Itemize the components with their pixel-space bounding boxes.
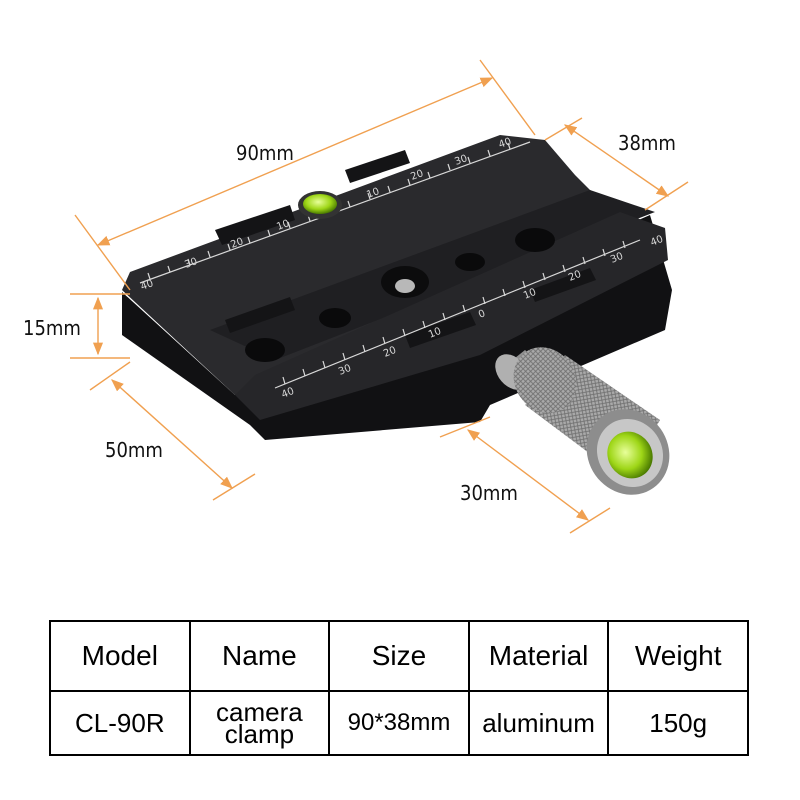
front-scale-label: 30 [337,363,353,378]
size-header: Size [328,620,470,692]
name-header: Name [188,620,331,692]
front-scale [274,239,641,389]
spec-value-row: CL-90R camera clamp 90*38mm aluminum 150… [49,690,749,756]
size-value: 90*38mm [328,690,470,756]
front-scale-label: 20 [382,345,398,360]
model-value: CL-90R [49,690,191,756]
knob [495,347,670,495]
front-scale-label: 0 [477,308,487,321]
front-scale-label: 40 [280,386,296,401]
front-scale-label: 10 [427,326,443,341]
material-header: Material [467,620,610,692]
length-dimension-label: 90mm [236,141,294,165]
weight-value: 150g [607,690,749,756]
weight-header: Weight [607,620,749,692]
top-scale-label: 40 [139,278,155,293]
width-dimension-label: 38mm [618,131,676,155]
product-image: 40 30 20 10 10 20 30 40 40 30 20 10 0 10… [23,59,689,534]
depth-dimension-label: 50mm [105,438,163,462]
material-value: aluminum [467,690,610,756]
top-bubble-level [298,191,342,219]
top-scale-label: 30 [183,256,199,271]
dimension-lines [70,59,689,534]
front-scale-label: 10 [522,287,538,302]
front-scale-label: 20 [567,269,583,284]
name-value: camera clamp [188,690,331,756]
front-scale-label: 40 [649,234,665,249]
spec-table: Model Name Size Material Weight CL-90R c… [49,620,749,756]
model-header: Model [49,620,191,692]
height-dimension-label: 15mm [23,316,81,340]
knob-dimension-label: 30mm [460,481,518,505]
top-scale-label: 40 [497,136,513,151]
spec-header-row: Model Name Size Material Weight [49,620,749,692]
front-scale-label: 30 [609,251,625,266]
